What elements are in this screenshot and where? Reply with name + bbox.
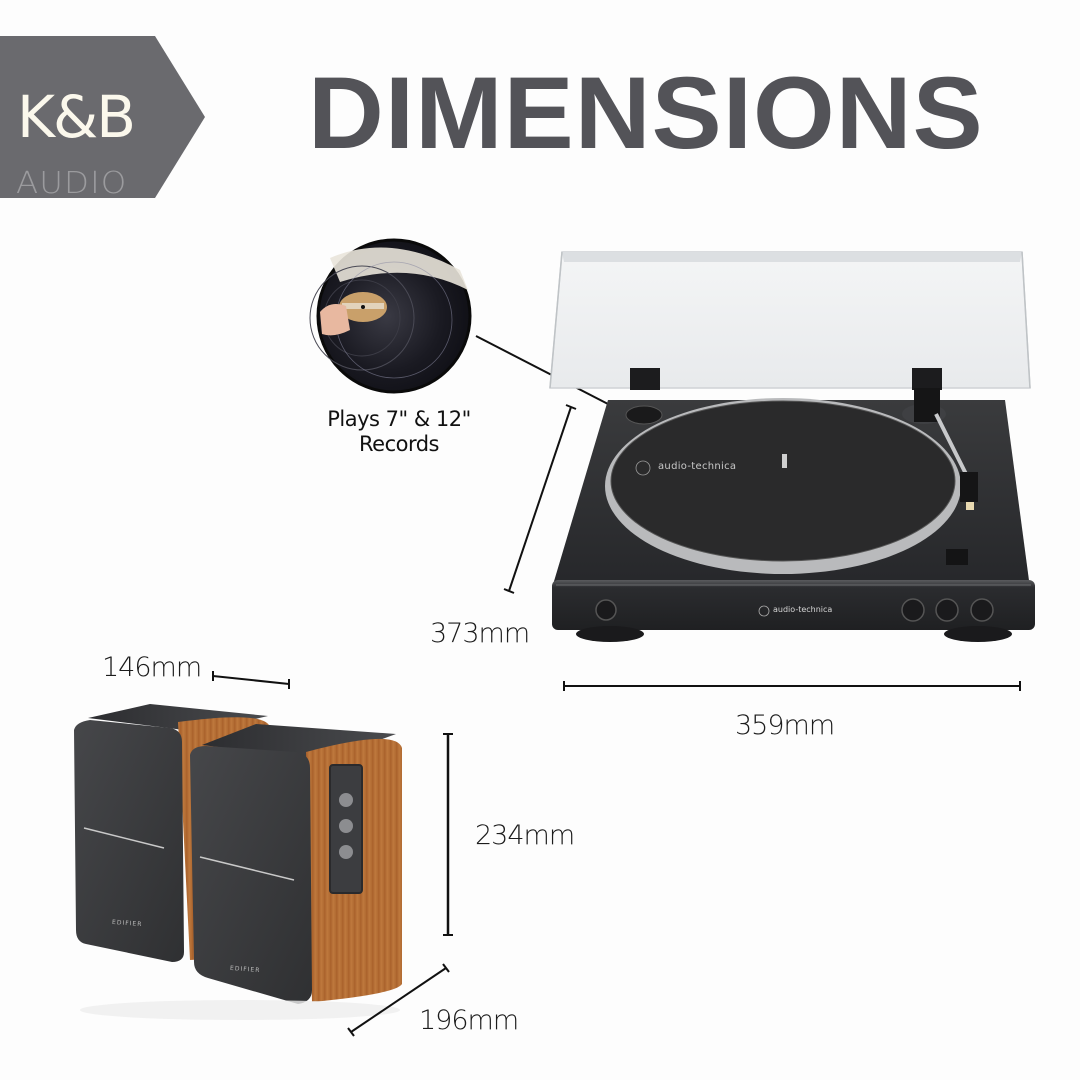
record-size-caption-line2: Records <box>359 431 440 456</box>
brand-logo-badge: K&B AUDIO <box>0 36 205 201</box>
speaker-height-dimension-line <box>443 733 453 936</box>
record-size-caption: Plays 7" & 12" Records <box>318 407 480 457</box>
page-title: DIMENSIONS <box>308 56 984 170</box>
turntable-depth-dimension-line <box>503 404 577 594</box>
logo-secondary-text: AUDIO <box>16 166 128 201</box>
front-panel-brand-text: audio-technica <box>773 605 833 614</box>
badge-arrow-shape <box>0 36 205 198</box>
speakers-image <box>74 704 402 1020</box>
speaker-height-label: 234mm <box>475 820 575 851</box>
callout-pointer-line <box>475 335 609 405</box>
speaker-width-label: 146mm <box>102 652 202 683</box>
speaker-depth-label: 196mm <box>419 1005 519 1036</box>
platter-brand-text: audio-technica <box>658 461 737 472</box>
logo-primary-text: K&B <box>17 83 136 151</box>
record-size-caption-line1: Plays 7" & 12" <box>327 407 471 431</box>
turntable-image <box>549 251 1035 642</box>
turntable-width-dimension-line <box>563 681 1021 691</box>
turntable-depth-label: 373mm <box>430 618 530 649</box>
turntable-width-label: 359mm <box>735 710 835 741</box>
speaker-width-dimension-line <box>212 671 290 689</box>
vinyl-closeup-callout <box>309 238 472 394</box>
speaker-depth-dimension-line <box>347 963 450 1037</box>
